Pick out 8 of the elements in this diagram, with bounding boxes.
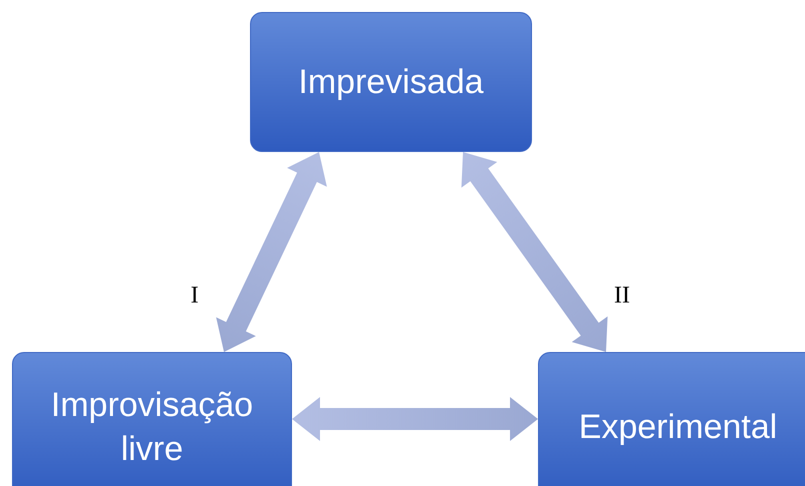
double-arrow <box>292 397 538 441</box>
edge-label: I <box>190 282 199 310</box>
edge-label: II <box>614 282 630 310</box>
process-box: Imprevisada <box>250 12 532 152</box>
double-arrow <box>216 152 327 352</box>
process-box: Experimental <box>538 352 805 486</box>
process-box: Improvisação livre <box>12 352 292 486</box>
double-arrow <box>461 152 608 352</box>
